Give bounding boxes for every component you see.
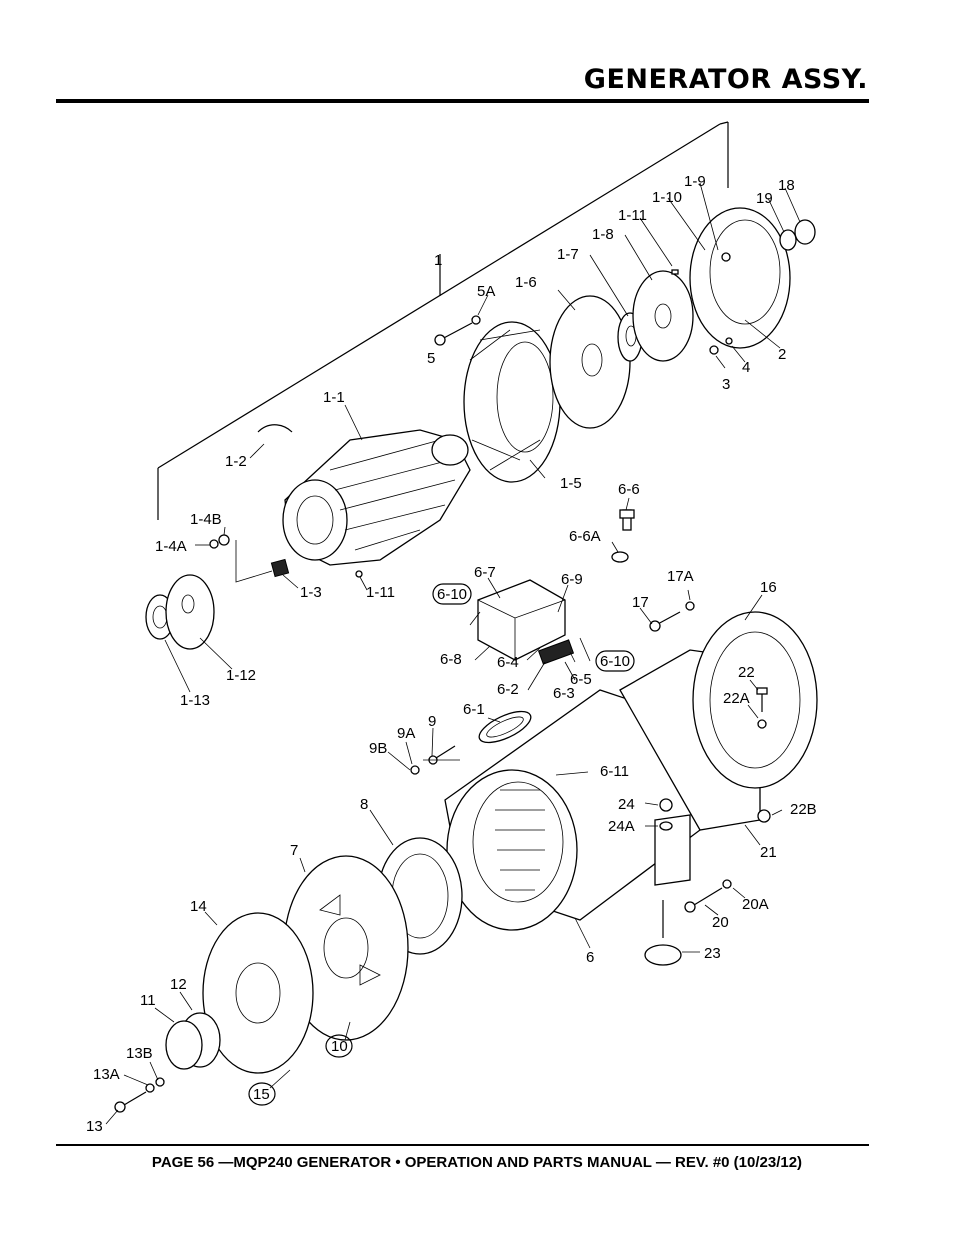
callout-1-9: 1-9 (684, 173, 706, 190)
callout-1-7: 1-7 (557, 246, 579, 263)
callout-13: 13 (86, 1118, 103, 1135)
callout-11: 11 (140, 992, 156, 1009)
callout-6-10-right: 6-10 (600, 653, 630, 670)
callout-22: 22 (738, 664, 755, 681)
callout-6-9: 6-9 (561, 571, 583, 588)
page-footer: PAGE 56 —MQP240 GENERATOR • OPERATION AN… (151, 1154, 803, 1171)
callout-6-6: 6-6 (618, 481, 640, 498)
callout-13a: 13A (93, 1066, 120, 1083)
callout-5a: 5A (477, 283, 495, 300)
terminal-box-6-7 (477, 579, 575, 665)
mount-23 (644, 900, 682, 966)
callout-12: 12 (170, 976, 187, 993)
callout-8: 8 (360, 796, 368, 813)
callout-20a: 20A (742, 896, 769, 913)
callout-2: 2 (778, 346, 786, 363)
callout-23: 23 (704, 945, 721, 962)
callout-6-11: 6-11 (600, 763, 629, 780)
callout-9: 9 (428, 713, 436, 730)
callout-6-10-left: 6-10 (437, 586, 467, 603)
callout-18: 18 (778, 177, 795, 194)
callout-6-7: 6-7 (474, 564, 496, 581)
rotor-group-bracket (157, 121, 729, 520)
callout-6: 6 (586, 949, 594, 966)
callout-17: 17 (632, 594, 649, 611)
callout-6-1: 6-1 (463, 701, 485, 718)
callout-17a: 17A (667, 568, 694, 585)
callout-1-12: 1-12 (226, 667, 256, 684)
fan-1-5 (463, 321, 561, 483)
callout-22a: 22A (723, 690, 750, 707)
callout-22b: 22B (790, 801, 817, 818)
callout-1-13: 1-13 (180, 692, 210, 709)
callout-1-3: 1-3 (300, 584, 322, 601)
nut-24 (659, 798, 673, 831)
callout-1: 1 (434, 252, 442, 269)
callout-1-4a: 1-4A (155, 538, 187, 555)
callout-24a: 24A (608, 818, 635, 835)
callout-1-8: 1-8 (592, 226, 614, 243)
page-title: GENERATOR ASSY. (583, 64, 868, 95)
screen-14 (202, 912, 314, 1074)
callout-13b: 13B (126, 1045, 153, 1062)
callout-rings (248, 583, 635, 1106)
callout-6-8: 6-8 (440, 651, 462, 668)
callout-1-11-rotor: 1-11 (366, 584, 395, 601)
callout-3: 3 (722, 376, 730, 393)
callout-6-4: 6-4 (497, 654, 519, 671)
callout-24: 24 (618, 796, 635, 813)
callout-1-5: 1-5 (560, 475, 582, 492)
callout-6-2: 6-2 (497, 681, 519, 698)
callout-9a: 9A (397, 725, 415, 742)
bolt-5 (434, 315, 481, 346)
bearing-18-19 (779, 219, 816, 251)
gasket-6-1 (478, 710, 532, 744)
plate-1-12 (165, 574, 215, 650)
callout-1-2: 1-2 (225, 453, 247, 470)
callout-1-10: 1-10 (652, 189, 682, 206)
callout-16: 16 (760, 579, 777, 596)
callout-7: 7 (290, 842, 298, 859)
callout-4: 4 (742, 359, 750, 376)
bolt-20 (684, 879, 732, 913)
leader-lines (105, 182, 801, 1125)
callout-21: 21 (760, 844, 777, 861)
callout-1-4b: 1-4B (190, 511, 222, 528)
rotor-1-1 (209, 424, 471, 583)
callout-1-6: 1-6 (515, 274, 537, 291)
bolt-22 (756, 687, 771, 823)
callout-labels: 1 1-1 1-2 1-3 1-4B 1-4A 1-11 1-12 1-13 1… (86, 173, 817, 1135)
header-rule (56, 99, 869, 103)
callout-14: 14 (190, 898, 207, 915)
callout-5: 5 (427, 350, 435, 367)
footer-rule (56, 1144, 869, 1146)
end-bracket-2 (689, 207, 791, 355)
cover-11-12 (165, 1012, 221, 1070)
callout-6-5: 6-5 (570, 671, 592, 688)
callout-6-3: 6-3 (553, 685, 575, 702)
flange-16 (692, 611, 818, 789)
callout-19: 19 (756, 190, 773, 207)
plate-1-8 (632, 269, 694, 362)
disc-1-6 (549, 295, 631, 429)
callout-10: 10 (331, 1038, 348, 1055)
bolt-6-6 (611, 509, 635, 563)
callout-15: 15 (253, 1086, 270, 1103)
callout-1-1: 1-1 (323, 389, 345, 406)
callout-20: 20 (712, 914, 729, 931)
bolt-17 (649, 601, 695, 632)
bolt-13 (114, 1077, 165, 1113)
callout-9b: 9B (369, 740, 387, 757)
callout-6-6a: 6-6A (569, 528, 601, 545)
stator-frame-6 (444, 689, 701, 931)
callout-1-11-top: 1-11 (618, 207, 647, 224)
